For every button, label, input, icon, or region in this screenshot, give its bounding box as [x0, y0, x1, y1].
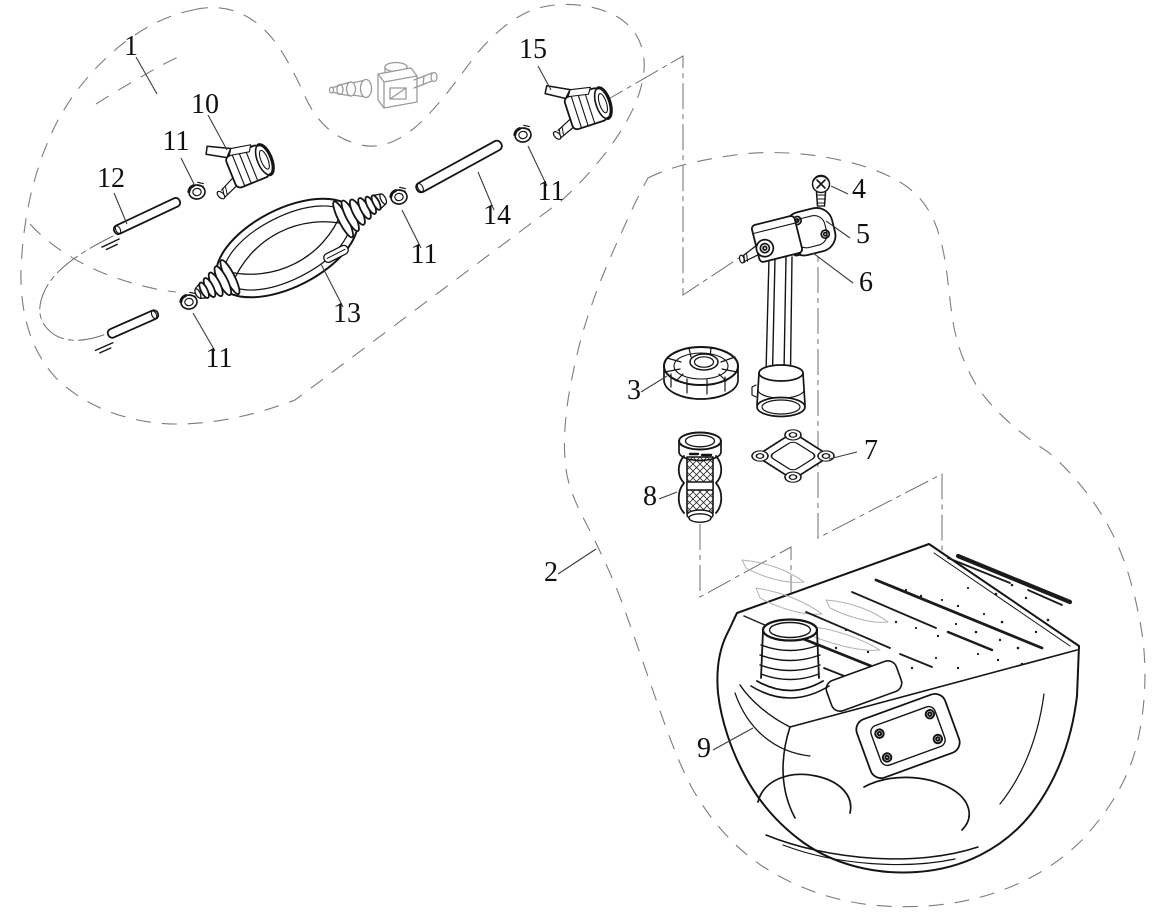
centerline-filter-to-neck — [699, 524, 792, 636]
callout-11-a: 11 — [163, 126, 190, 157]
part-15-fuel-connector — [535, 67, 618, 144]
leader-10 — [207, 114, 228, 151]
callout-12: 12 — [97, 163, 125, 194]
callout-10: 10 — [191, 89, 219, 120]
leader-12 — [113, 192, 128, 225]
part-9-fuel-tank — [716, 543, 1080, 874]
callout-11-d: 11 — [206, 343, 233, 374]
callout-2: 2 — [544, 557, 558, 588]
part-12-fuel-hose — [39, 197, 182, 354]
group-2-boundary — [563, 152, 1146, 908]
leader-4 — [830, 185, 849, 195]
leader-7 — [828, 451, 858, 460]
callout-6: 6 — [859, 267, 873, 298]
leader-6 — [812, 252, 854, 284]
part-6-fuel-gauge-assembly — [738, 207, 837, 418]
callout-labels: 1 10 11 12 15 11 14 11 13 11 4 5 6 3 7 8… — [97, 31, 878, 764]
centerline-connector-to-gauge — [599, 55, 749, 296]
callout-5: 5 — [856, 219, 870, 250]
leader-8 — [658, 491, 678, 500]
callout-11-c: 11 — [411, 239, 438, 270]
group-1-inner-fold-2 — [95, 52, 187, 105]
group-1-inner-fold — [29, 223, 177, 293]
callout-3: 3 — [627, 375, 641, 406]
part-13-primer-bulb — [194, 193, 388, 299]
leader-13 — [320, 263, 344, 308]
part-8-fuel-filter — [677, 431, 723, 523]
leader-15 — [537, 65, 552, 91]
part-3-cap-nut — [663, 346, 739, 400]
part-7-gasket — [751, 429, 835, 483]
callout-11-b: 11 — [538, 176, 565, 207]
tank-filler-neck — [750, 618, 830, 699]
leader-11d — [192, 312, 216, 352]
callout-7: 7 — [864, 435, 878, 466]
callout-9: 9 — [697, 733, 711, 764]
leader-1 — [135, 56, 158, 95]
part-11-clamp-3 — [512, 122, 534, 145]
group-1-boundary — [20, 3, 645, 425]
tank-label-recess — [825, 660, 903, 712]
part-11-clamp-1 — [186, 179, 208, 202]
callout-1: 1 — [124, 31, 138, 62]
leader-14 — [477, 171, 495, 211]
tank-gauge-mount-pad — [855, 692, 961, 780]
leader-11b — [527, 145, 548, 187]
callout-4: 4 — [852, 174, 866, 205]
leader-11c — [401, 209, 422, 249]
callout-8: 8 — [643, 481, 657, 512]
part-11-clamp-2 — [388, 184, 410, 207]
leader-9 — [712, 727, 754, 751]
callout-14: 14 — [483, 200, 511, 231]
leader-11a — [180, 157, 195, 185]
leader-2 — [557, 548, 597, 575]
part-4-screw — [811, 174, 831, 207]
leader-3 — [640, 375, 668, 393]
part-14-fuel-hose — [415, 139, 503, 194]
callout-15: 15 — [519, 34, 547, 65]
callout-13: 13 — [333, 298, 361, 329]
engine-connector-reference — [328, 61, 438, 109]
part-10-fuel-connector — [196, 124, 281, 204]
leader-5 — [825, 220, 851, 239]
leader-lines — [113, 56, 858, 751]
